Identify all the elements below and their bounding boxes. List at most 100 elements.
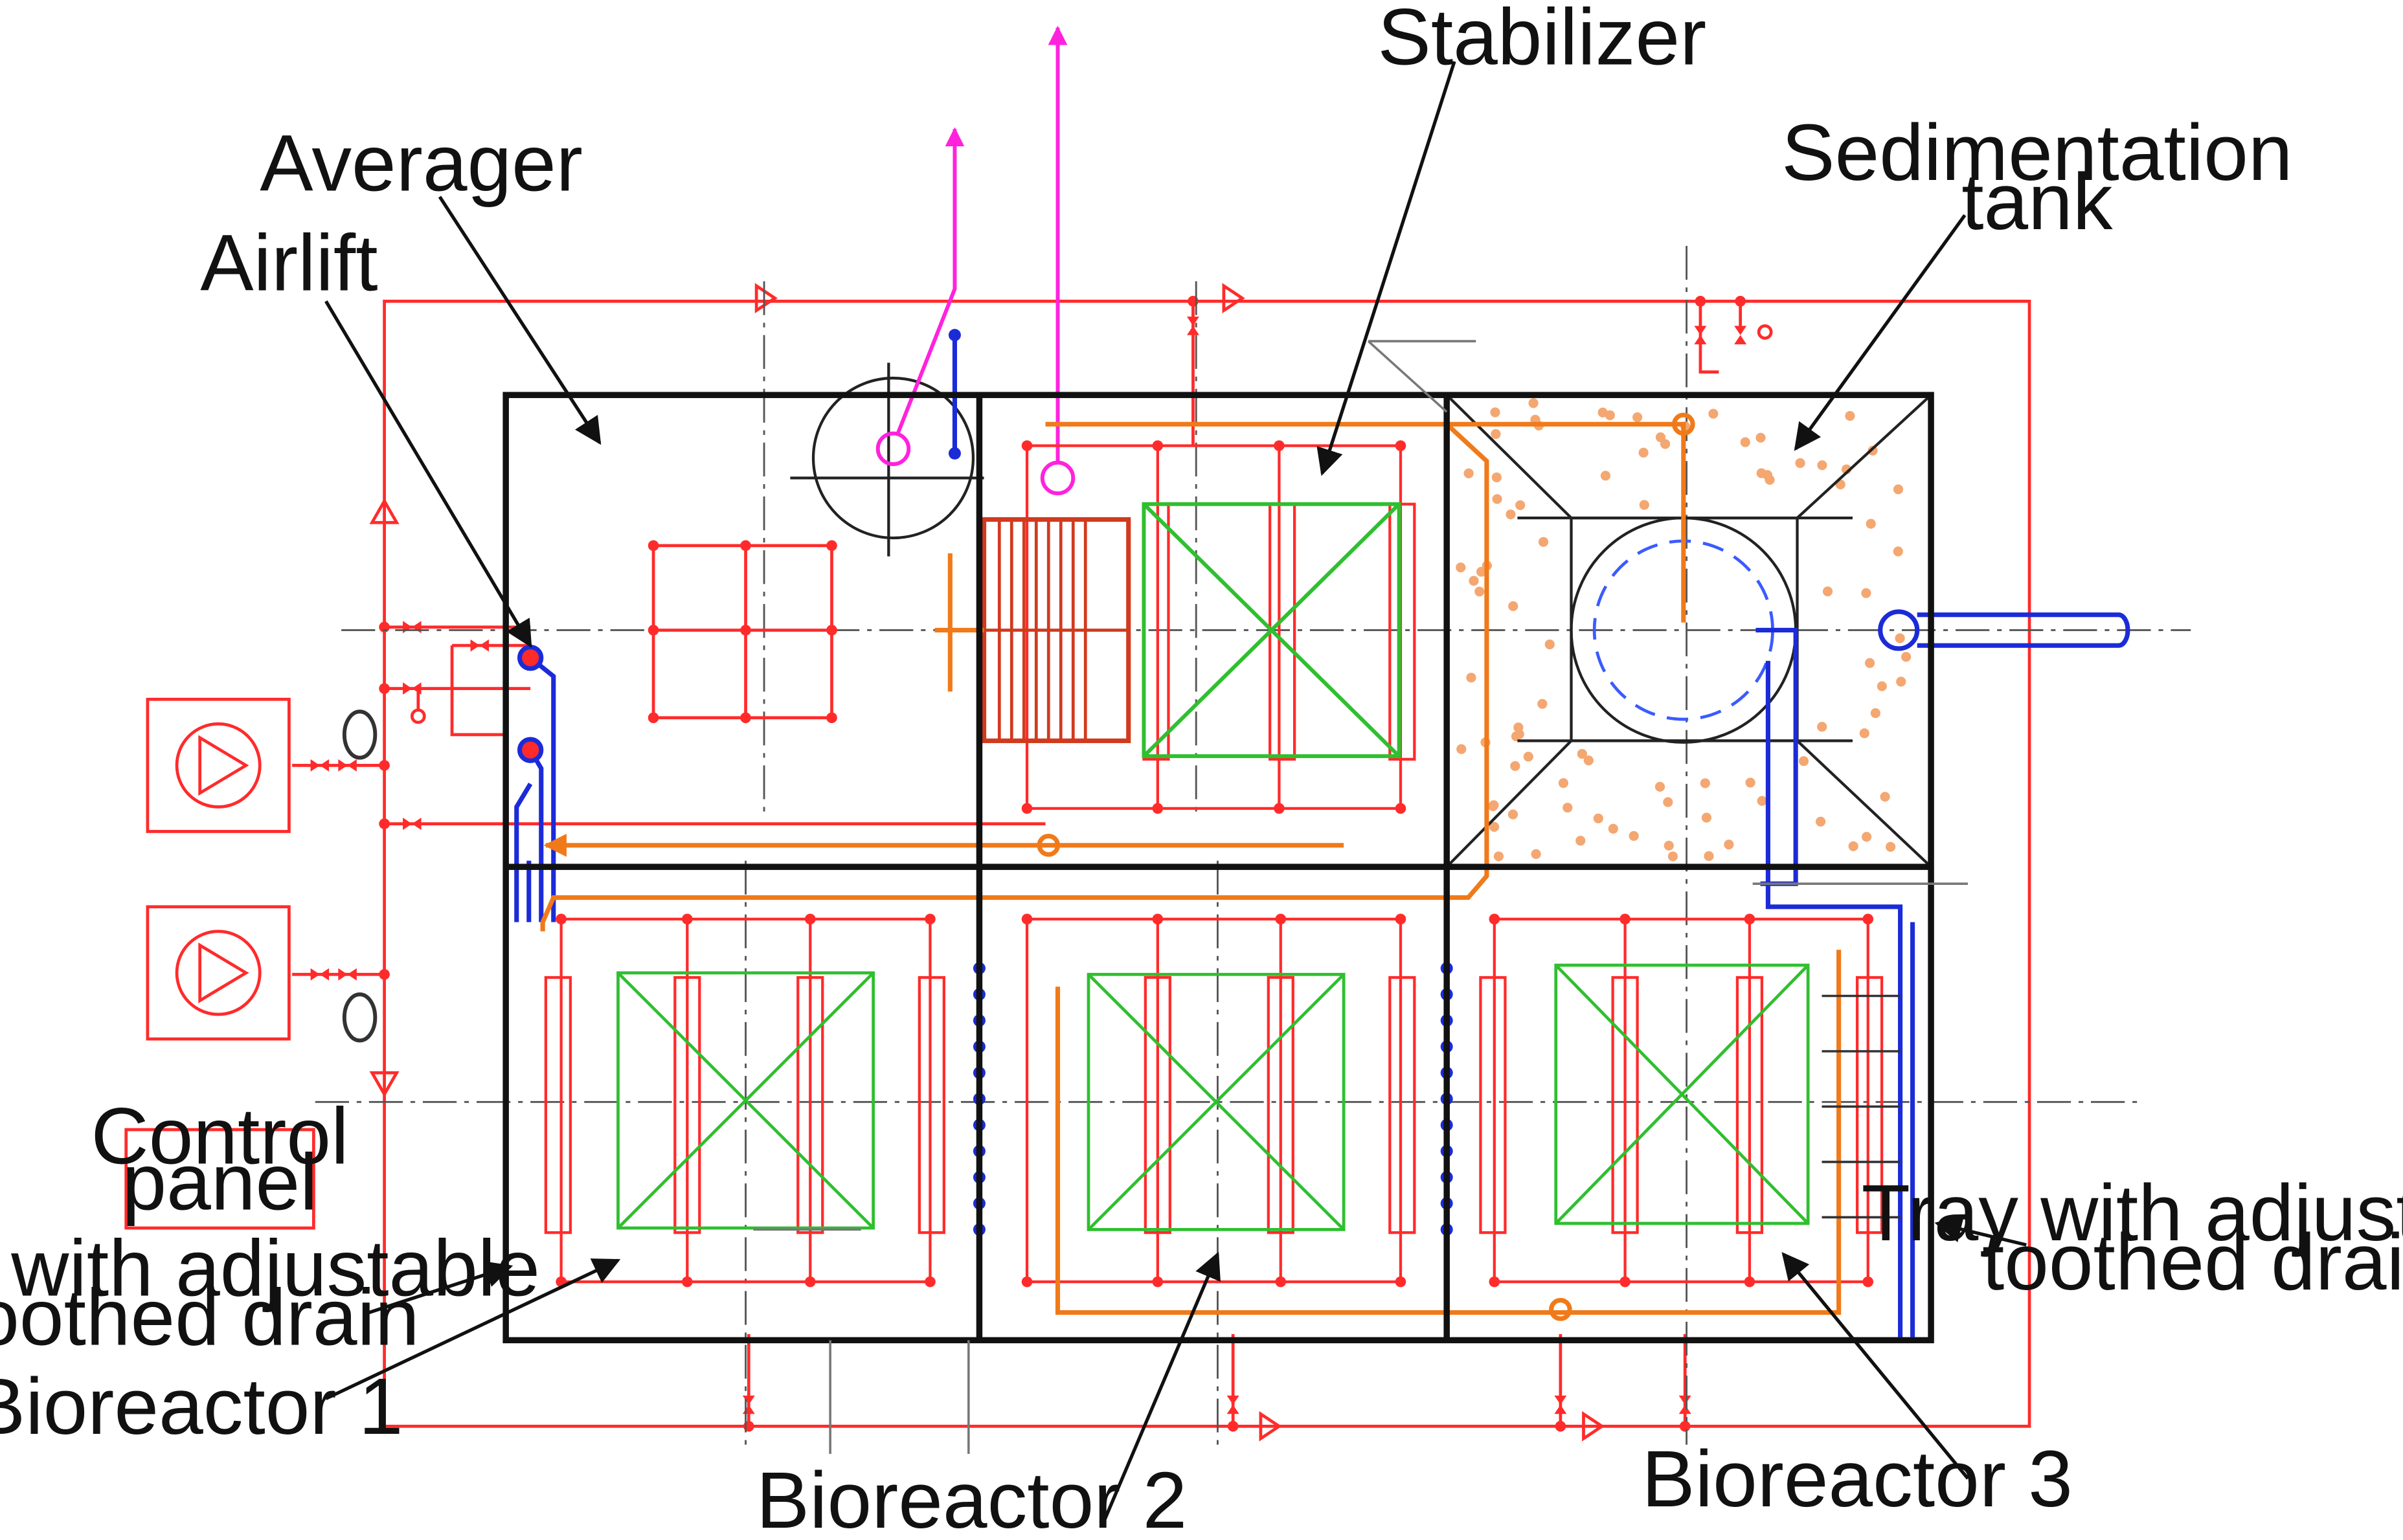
sludge-dot <box>1488 801 1498 812</box>
sludge-dot <box>1877 681 1887 691</box>
label-tray-left-line2: toothed drain <box>0 1273 420 1362</box>
air-node <box>1744 1276 1755 1288</box>
sludge-dot <box>1474 586 1485 597</box>
sludge-dot <box>1510 761 1520 771</box>
air-node <box>1395 1276 1406 1288</box>
sludge-dot <box>1456 562 1466 573</box>
label-sedimentation-line2: tank <box>1961 157 2113 247</box>
sedimentation-orange-feed <box>540 421 1686 932</box>
air-node <box>1862 913 1874 925</box>
bioreactor-1-air-grid <box>544 917 945 1284</box>
air-node <box>1744 913 1755 925</box>
sludge-dot <box>1563 803 1573 813</box>
air-node <box>1489 913 1500 925</box>
sludge-dot <box>1740 437 1750 447</box>
leader-arrows <box>324 61 2027 1523</box>
sludge-dot <box>1469 575 1479 586</box>
label-tray-right-line1: Tray with adjustable <box>1862 1168 2403 1258</box>
recirculation-node-2 <box>1549 1298 1572 1321</box>
sludge-dot <box>1755 432 1766 443</box>
sludge-dot <box>1893 484 1904 495</box>
blue-riser-node-bottom <box>948 447 961 460</box>
sludge-dot <box>1859 728 1869 739</box>
blue-riser-node <box>948 329 961 342</box>
air-node <box>925 913 936 925</box>
sludge-dot <box>1489 821 1500 832</box>
sludge-dot <box>1515 500 1526 511</box>
sludge-dot <box>1638 447 1649 458</box>
sludge-dot <box>1816 816 1826 827</box>
sludge-dot <box>1575 836 1586 846</box>
sludge-dot <box>1893 546 1903 557</box>
sludge-dot <box>1583 755 1594 766</box>
sedimentation-feed-node <box>1672 412 1695 436</box>
sludge-dot <box>1632 412 1643 423</box>
bioreactor-3-media-frame <box>1554 963 1810 1225</box>
air-node <box>1619 1276 1630 1288</box>
sludge-dot <box>1531 849 1541 859</box>
blower-2 <box>146 905 291 1041</box>
sludge-dot <box>1507 809 1518 820</box>
air-node <box>1619 913 1630 925</box>
sludge-dot <box>1639 500 1649 510</box>
bioreactor-1-media-frame <box>616 971 875 1230</box>
lamella-pack <box>981 517 1131 743</box>
bioreactor-nodes <box>556 913 1874 1288</box>
label-tray-left-line1: Tray with adjustable <box>0 1223 540 1313</box>
control-panel-label-line2: panel <box>122 1138 318 1227</box>
sludge-dot <box>1538 537 1549 547</box>
sludge-dot <box>1537 698 1548 709</box>
stabilizer-nodes <box>1021 440 1406 814</box>
air-node <box>556 913 567 925</box>
air-supply-loop <box>292 299 2031 1428</box>
sludge-dot <box>1708 408 1719 419</box>
sludge-dot <box>1795 458 1805 468</box>
silencer-1 <box>342 709 378 760</box>
sludge-dot <box>1745 777 1755 788</box>
air-node <box>804 1276 816 1288</box>
sludge-dot <box>1757 796 1767 806</box>
sludge-dot <box>1862 832 1872 842</box>
sludge-dot <box>1861 588 1871 598</box>
sludge-dot <box>1506 509 1516 520</box>
sludge-dot <box>1664 840 1674 851</box>
bioreactor-3-air-grid <box>1479 917 1884 1284</box>
sludge-dot <box>1866 519 1876 529</box>
sludge-dot <box>1491 429 1501 440</box>
sludge-dot <box>1605 410 1615 421</box>
sludge-dot <box>1756 468 1766 478</box>
sludge-dot <box>1701 812 1712 823</box>
sludge-dot <box>1476 566 1487 577</box>
sludge-dot <box>1456 744 1467 754</box>
label-stabilizer: Stabilizer <box>1378 0 1707 82</box>
sludge-dot <box>1864 658 1875 668</box>
sludge-dot <box>1880 792 1890 802</box>
air-node <box>1862 1276 1874 1288</box>
airlift-nozzle-1 <box>517 644 544 671</box>
sludge-dot <box>1600 471 1611 481</box>
air-node <box>682 913 693 925</box>
air-node <box>1152 913 1164 925</box>
air-node <box>682 1276 693 1288</box>
sludge-dot <box>1822 586 1833 597</box>
air-node <box>1021 913 1033 925</box>
sludge-dot <box>1667 851 1678 862</box>
sludge-dot <box>1608 823 1618 834</box>
blower-1 <box>146 697 291 833</box>
sludge-dot <box>1870 708 1880 719</box>
label-bioreactor-1: Bioreactor 1 <box>0 1362 403 1451</box>
flow-direction-markers <box>369 283 1605 1442</box>
air-node <box>1395 913 1406 925</box>
airlift-nozzle-2 <box>517 737 544 763</box>
recirculation-node-1 <box>1037 834 1061 857</box>
label-averager: Averager <box>260 118 583 208</box>
air-node <box>925 1276 936 1288</box>
sedimentation-outlet-pipe <box>1878 609 2130 651</box>
sludge-dot <box>1901 652 1912 662</box>
air-node <box>1152 1276 1164 1288</box>
stabilizer-media-frame <box>1142 502 1401 759</box>
air-node <box>1275 1276 1287 1288</box>
tank-walls <box>502 392 1934 1344</box>
sludge-dot <box>1663 797 1673 807</box>
